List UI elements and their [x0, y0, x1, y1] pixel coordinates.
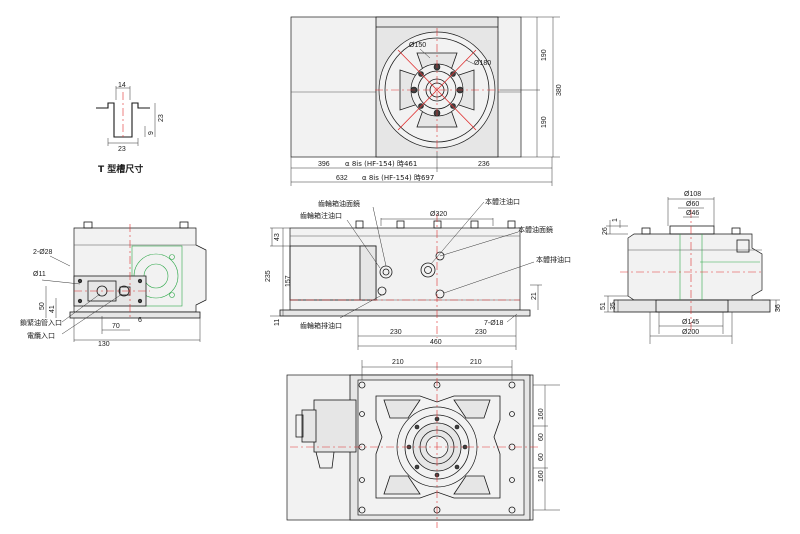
front-dim-157: 157	[285, 275, 292, 287]
left-dim-50: 50	[39, 302, 46, 310]
front-view: Ø320 齒輪箱油面鏡 齒輪箱注油口 本體注油口 本體油面鏡 本體排油口 齒輪箱…	[265, 197, 571, 350]
label-cable-inlet: 電纜入口	[27, 331, 55, 340]
front-dim-320: Ø320	[430, 211, 447, 218]
right-dim-51: 51	[600, 302, 607, 310]
front-dim-43: 43	[274, 233, 281, 241]
top-dim-190-lower: 190	[541, 116, 548, 128]
t-slot-detail: 14 23 9 23 T 型槽尺寸	[96, 82, 165, 175]
left-dim-70: 70	[112, 323, 120, 330]
top-dim-697: α 8is (HF-154) 時697	[362, 174, 434, 182]
tslot-title: T 型槽尺寸	[98, 163, 143, 175]
tslot-dim-23-bottom: 23	[118, 146, 126, 153]
top-dim-180: Ø180	[474, 60, 491, 67]
top-dim-632: 632	[336, 175, 348, 182]
left-dim-41: 41	[49, 305, 56, 313]
right-dim-60: Ø60	[686, 201, 699, 208]
front-dim-230-left: 230	[390, 329, 402, 336]
right-dim-26: 26	[602, 227, 609, 235]
tslot-dim-23: 23	[158, 114, 165, 122]
top-view: Ø150 Ø180 190 190 380 396 α 8is (HF-154)…	[290, 16, 563, 186]
label-clamp-oil-inlet: 鎖緊油管入口	[20, 318, 62, 327]
tslot-dim-9: 9	[148, 131, 155, 135]
top-dim-380: 380	[556, 84, 563, 96]
right-dim-35: 35	[610, 302, 617, 310]
top-dim-190-upper: 190	[541, 49, 548, 61]
label-body-oil-inlet: 本體注油口	[485, 197, 520, 206]
bottom-dim-210-right: 210	[470, 359, 482, 366]
bottom-dim-160-upper: 160	[538, 408, 545, 420]
front-dim-235: 235	[265, 270, 272, 282]
left-dim-6: 6	[138, 317, 142, 324]
label-gearbox-oil-mirror: 齒輪箱油面鏡	[318, 199, 360, 208]
right-dim-108: Ø108	[684, 191, 701, 198]
right-dim-1: 1	[612, 218, 619, 222]
right-dim-36: 36	[775, 304, 782, 312]
front-dim-460: 460	[430, 339, 442, 346]
front-dim-7018: 7-Ø18	[484, 320, 504, 327]
label-gearbox-oil-drain: 齒輪箱排油口	[300, 321, 342, 330]
left-dim-2028: 2-Ø28	[33, 249, 53, 256]
right-dim-145: Ø145	[682, 319, 699, 326]
right-dim-46: Ø46	[686, 210, 699, 217]
top-dim-150: Ø150	[409, 42, 426, 49]
top-dim-461: α 8is (HF-154) 時461	[345, 160, 417, 168]
bottom-dim-60-lower: 60	[538, 453, 545, 461]
tslot-dim-14: 14	[118, 82, 126, 89]
left-dim-11: Ø11	[33, 271, 46, 278]
bottom-dim-60-upper: 60	[538, 433, 545, 441]
right-side-view: Ø108 Ø60 Ø46 26 1 51 35 36 Ø145 Ø200	[600, 191, 782, 344]
front-dim-21: 21	[531, 292, 538, 300]
bottom-dim-210-left: 210	[392, 359, 404, 366]
bottom-dim-160-lower: 160	[538, 470, 545, 482]
right-dim-200: Ø200	[682, 329, 699, 336]
top-dim-396: 396	[318, 161, 330, 168]
front-dim-11: 11	[274, 319, 281, 326]
top-dim-236: 236	[478, 161, 490, 168]
label-body-oil-mirror: 本體油面鏡	[518, 225, 553, 234]
label-gearbox-oil-inlet: 齒輪箱注油口	[300, 211, 342, 220]
front-dim-230-right: 230	[475, 329, 487, 336]
label-body-oil-drain: 本體排油口	[536, 255, 571, 264]
left-dim-130: 130	[98, 341, 110, 348]
bottom-view: 210 210 160 60 60 160	[286, 359, 560, 528]
left-side-view: 2-Ø28 Ø11 50 41 70 6 130 鎖緊油管入口 電纜入口	[20, 221, 207, 348]
